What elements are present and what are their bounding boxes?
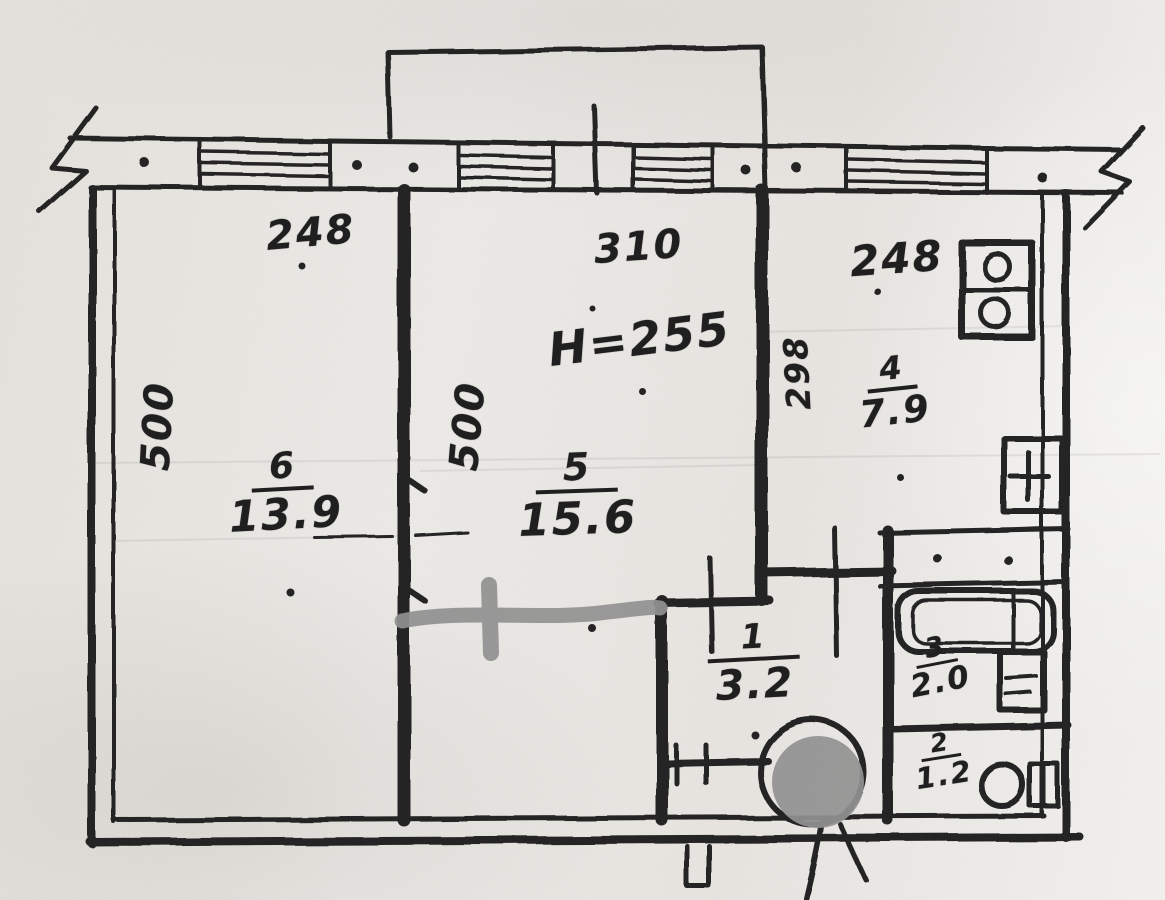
room-label-5: 5 15.6 [510,445,643,547]
room5-number: 5 [534,445,619,495]
hallway-area: 3.2 [714,657,796,710]
dim-kitchen-depth: 298 [775,334,819,411]
room-label-6: 6 13.9 [226,445,345,543]
dim-kitchen-width: 248 [848,230,946,287]
kitchen-area: 7.9 [857,385,933,437]
kitchen-number: 4 [863,348,918,394]
room-label-4: 4 7.9 [849,348,937,437]
room6-area: 13.9 [227,486,345,543]
dim-room5-width: 310 [592,220,685,274]
room5-area: 15.6 [517,489,639,547]
hallway-number: 1 [705,616,800,664]
dim-room6-depth: 500 [132,380,184,472]
room6-number: 6 [250,445,314,493]
room-label-1: 1 3.2 [691,616,817,711]
room-label-2: 2 1.2 [902,725,983,798]
dim-room6-width: 248 [264,206,358,260]
